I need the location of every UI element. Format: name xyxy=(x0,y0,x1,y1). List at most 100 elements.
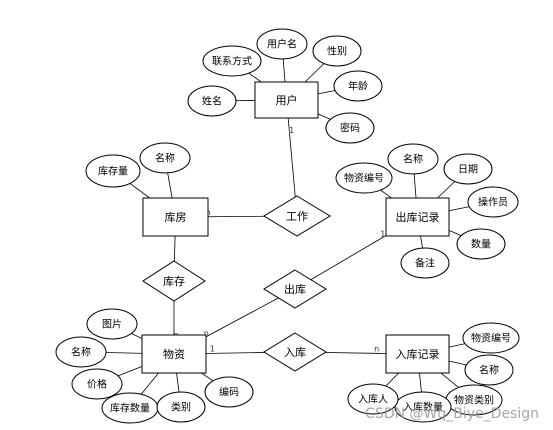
attribute-label: 数量 xyxy=(471,238,491,251)
attribute-user-contact[interactable]: 联系方式 xyxy=(202,45,262,77)
attribute-label: 物资编号 xyxy=(344,172,384,185)
relationship-stock[interactable]: 库存 xyxy=(142,260,206,302)
attribute-label: 年龄 xyxy=(348,80,368,93)
attribute-user-gender[interactable]: 性别 xyxy=(312,35,362,67)
attribute-wh-qty[interactable]: 库存量 xyxy=(85,154,141,188)
relationship-work[interactable]: 工作 xyxy=(263,195,331,237)
attribute-ellipse xyxy=(464,354,514,386)
attribute-label: 图片 xyxy=(102,318,122,331)
entity-box xyxy=(385,334,450,374)
attribute-in-code[interactable]: 物资编号 xyxy=(462,322,520,354)
attribute-label: 库存数量 xyxy=(110,402,150,415)
attribute-label: 入库人 xyxy=(358,393,388,406)
cardinality-labels: n1nnn11n xyxy=(173,126,385,354)
attribute-label: 物资编号 xyxy=(471,332,511,345)
relationship-out[interactable]: 出库 xyxy=(263,269,327,309)
attribute-out-name[interactable]: 名称 xyxy=(387,143,439,175)
attribute-label: 类别 xyxy=(171,401,191,414)
attribute-ellipse xyxy=(347,383,399,415)
entity-box xyxy=(142,197,209,237)
entity-outbound[interactable]: 出库记录 xyxy=(385,197,450,237)
attribute-ellipse xyxy=(325,112,375,144)
attribute-ellipse xyxy=(204,376,254,408)
attribute-ellipse xyxy=(333,70,383,102)
attribute-mat-category[interactable]: 类别 xyxy=(156,391,206,423)
attribute-ellipse xyxy=(86,308,138,340)
entity-warehouse[interactable]: 库房 xyxy=(142,197,209,237)
attribute-ellipse xyxy=(139,142,191,174)
attribute-mat-image[interactable]: 图片 xyxy=(86,308,138,340)
attribute-ellipse xyxy=(335,162,393,194)
attribute-ellipse xyxy=(187,85,237,117)
attribute-user-password[interactable]: 密码 xyxy=(325,112,375,144)
attribute-out-code[interactable]: 物资编号 xyxy=(335,162,393,194)
attribute-ellipse xyxy=(467,186,519,218)
cardinality-label: n xyxy=(204,329,209,338)
attribute-label: 姓名 xyxy=(202,95,222,108)
watermark: CSDN @Wq_Biye_Design xyxy=(365,406,539,422)
attribute-label: 编码 xyxy=(219,386,239,399)
relationship-diamond xyxy=(142,260,206,302)
attribute-out-operator[interactable]: 操作员 xyxy=(467,186,519,218)
attribute-label: 名称 xyxy=(403,153,423,166)
attribute-ellipse xyxy=(456,228,506,260)
relationship-diamond xyxy=(263,195,331,237)
attribute-ellipse xyxy=(256,28,308,60)
cardinality-label: 1 xyxy=(289,126,294,135)
attribute-mat-stockqty[interactable]: 库存数量 xyxy=(101,392,159,424)
attribute-mat-name[interactable]: 名称 xyxy=(55,336,107,368)
attribute-label: 物资类别 xyxy=(454,394,494,407)
attribute-mat-code[interactable]: 编码 xyxy=(204,376,254,408)
attribute-label: 库存量 xyxy=(98,165,128,178)
entity-label: 用户 xyxy=(276,93,298,107)
attribute-in-person[interactable]: 入库人 xyxy=(347,383,399,415)
attribute-ellipse xyxy=(312,35,362,67)
relationship-label: 工作 xyxy=(286,210,308,223)
entity-label: 出库记录 xyxy=(396,210,440,224)
attribute-out-qty[interactable]: 数量 xyxy=(456,228,506,260)
attribute-label: 日期 xyxy=(458,164,478,176)
attribute-user-realname[interactable]: 姓名 xyxy=(187,85,237,117)
attribute-label: 操作员 xyxy=(478,196,508,209)
attribute-user-age[interactable]: 年龄 xyxy=(333,70,383,102)
entity-box xyxy=(141,334,207,374)
attribute-in-qty[interactable]: 入库数量 xyxy=(394,391,452,423)
attribute-label: 备注 xyxy=(415,257,435,270)
attribute-ellipse xyxy=(387,143,439,175)
relationship-label: 库存 xyxy=(163,274,185,288)
attribute-user-name[interactable]: 用户名 xyxy=(256,28,308,60)
attribute-ellipse xyxy=(55,336,107,368)
attribute-ellipse xyxy=(202,45,262,77)
entity-box xyxy=(254,81,319,119)
relationship-in[interactable]: 入库 xyxy=(263,332,327,372)
entity-label: 入库记录 xyxy=(396,348,440,361)
attribute-ellipse xyxy=(394,391,452,423)
attribute-ellipse xyxy=(400,247,450,279)
attribute-ellipse xyxy=(85,154,141,188)
attribute-ellipse xyxy=(71,368,123,400)
cardinality-label: 1 xyxy=(210,344,215,353)
cardinality-label: n xyxy=(374,344,379,353)
attribute-label: 用户名 xyxy=(267,38,297,51)
entity-label: 物资 xyxy=(163,347,185,361)
attribute-label: 名称 xyxy=(155,152,175,165)
relationship-diamond xyxy=(263,269,327,309)
attribute-ellipse xyxy=(156,391,206,423)
entity-inbound[interactable]: 入库记录 xyxy=(385,334,450,374)
attribute-in-name[interactable]: 名称 xyxy=(464,354,514,386)
relationship-label: 出库 xyxy=(284,282,306,296)
relationship-label: 入库 xyxy=(284,346,306,359)
attribute-label: 密码 xyxy=(340,122,360,135)
attribute-out-date[interactable]: 日期 xyxy=(443,153,493,185)
attribute-ellipse xyxy=(462,322,520,354)
entity-label: 库房 xyxy=(165,211,187,224)
entity-box xyxy=(385,197,450,237)
entity-user[interactable]: 用户 xyxy=(254,81,319,119)
attribute-wh-name[interactable]: 名称 xyxy=(139,142,191,174)
attribute-label: 联系方式 xyxy=(212,55,252,68)
attribute-mat-price[interactable]: 价格 xyxy=(71,368,123,400)
attribute-out-note[interactable]: 备注 xyxy=(400,247,450,279)
cardinality-label: 1 xyxy=(380,230,385,239)
entity-material[interactable]: 物资 xyxy=(141,334,207,374)
